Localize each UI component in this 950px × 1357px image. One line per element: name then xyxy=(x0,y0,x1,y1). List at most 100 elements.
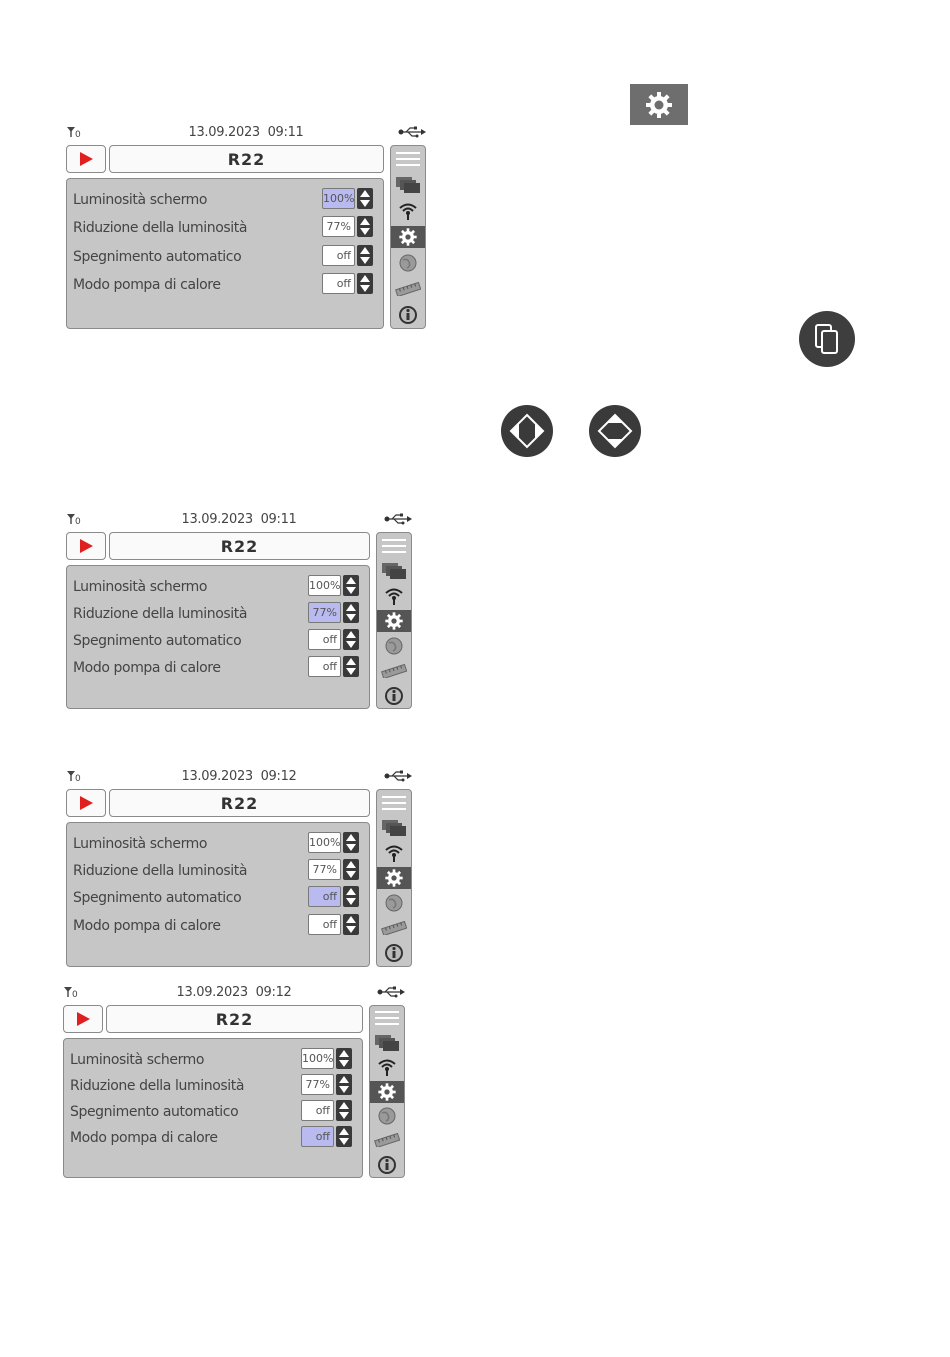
setting-row[interactable]: Modo pompa di calore off xyxy=(73,655,361,680)
arrow-up-icon[interactable] xyxy=(346,577,356,584)
play-button[interactable] xyxy=(66,145,106,173)
setting-row[interactable]: Modo pompa di calore off xyxy=(70,1126,354,1150)
sidebar-item-info[interactable] xyxy=(377,942,411,964)
setting-row[interactable]: Luminosità schermo 100% xyxy=(73,575,361,599)
arrow-down-icon[interactable] xyxy=(339,1060,349,1067)
setting-value-field[interactable]: off xyxy=(301,1126,334,1148)
arrow-up-icon[interactable] xyxy=(346,630,356,638)
arrow-down-icon[interactable] xyxy=(339,1086,349,1094)
setting-value-field[interactable]: off xyxy=(308,913,341,935)
setting-row[interactable]: Riduzione della luminosità 77% xyxy=(73,859,361,883)
arrow-down-icon[interactable] xyxy=(346,898,356,906)
arrow-down-icon[interactable] xyxy=(360,200,370,207)
arrow-up-icon[interactable] xyxy=(346,861,356,869)
sidebar-item-info[interactable] xyxy=(391,304,425,326)
arrow-up-icon[interactable] xyxy=(346,603,356,611)
arrow-down-icon[interactable] xyxy=(346,640,356,648)
play-button[interactable] xyxy=(66,532,106,560)
arrow-up-icon[interactable] xyxy=(339,1128,349,1136)
setting-value-field[interactable]: 77% xyxy=(322,216,355,238)
setting-value-field[interactable]: off xyxy=(301,1100,334,1122)
nav-left-right-button[interactable] xyxy=(501,405,553,457)
nav-up-down-button[interactable] xyxy=(589,405,641,457)
arrow-down-icon[interactable] xyxy=(360,256,370,264)
setting-row[interactable]: Luminosità schermo 100% xyxy=(70,1048,354,1072)
value-stepper[interactable] xyxy=(343,601,359,623)
setting-value-field[interactable]: 77% xyxy=(308,601,341,623)
arrow-up-icon[interactable] xyxy=(346,834,356,841)
sidebar-item-wifi[interactable] xyxy=(370,1056,404,1078)
sidebar-item-gear[interactable] xyxy=(391,226,425,248)
sidebar-item-globe[interactable] xyxy=(391,252,425,274)
value-stepper[interactable] xyxy=(336,1074,352,1096)
setting-row[interactable]: Riduzione della luminosità 77% xyxy=(73,216,375,240)
sidebar-item-gear[interactable] xyxy=(370,1080,404,1103)
setting-value-field[interactable]: off xyxy=(308,655,341,677)
copy-button[interactable] xyxy=(799,311,855,367)
arrow-down-icon[interactable] xyxy=(339,1138,349,1146)
sidebar-item-ruler[interactable] xyxy=(370,1129,404,1151)
arrow-down-icon[interactable] xyxy=(346,667,356,675)
sidebar-item-menu[interactable] xyxy=(370,1007,404,1029)
arrow-down-icon[interactable] xyxy=(346,587,356,594)
setting-row[interactable]: Modo pompa di calore off xyxy=(73,913,361,938)
arrow-down-icon[interactable] xyxy=(339,1112,349,1120)
sidebar-item-gear[interactable] xyxy=(377,609,411,632)
value-stepper[interactable] xyxy=(357,188,373,209)
arrow-up-icon[interactable] xyxy=(339,1076,349,1084)
sidebar-item-info[interactable] xyxy=(377,685,411,707)
sidebar-item-windows[interactable] xyxy=(391,174,425,196)
value-stepper[interactable] xyxy=(343,655,359,677)
sidebar-item-windows[interactable] xyxy=(370,1032,404,1054)
setting-value-field[interactable]: off xyxy=(322,273,355,295)
sidebar-item-info[interactable] xyxy=(370,1154,404,1176)
setting-value-field[interactable]: 77% xyxy=(301,1074,334,1096)
setting-row[interactable]: Spegnimento automatico off xyxy=(73,244,375,269)
setting-row[interactable]: Luminosità schermo 100% xyxy=(73,832,361,856)
sidebar-item-menu[interactable] xyxy=(377,535,411,557)
sidebar-item-ruler[interactable] xyxy=(377,660,411,682)
play-button[interactable] xyxy=(63,1005,103,1033)
arrow-down-icon[interactable] xyxy=(346,925,356,933)
arrow-down-icon[interactable] xyxy=(360,228,370,236)
arrow-down-icon[interactable] xyxy=(346,871,356,879)
value-stepper[interactable] xyxy=(343,913,359,935)
setting-row[interactable]: Modo pompa di calore off xyxy=(73,273,375,297)
arrow-up-icon[interactable] xyxy=(360,190,370,197)
arrow-up-icon[interactable] xyxy=(360,275,370,283)
arrow-down-icon[interactable] xyxy=(346,613,356,621)
setting-value-field[interactable]: 100% xyxy=(308,832,341,853)
value-stepper[interactable] xyxy=(336,1126,352,1148)
setting-row[interactable]: Riduzione della luminosità 77% xyxy=(70,1074,354,1098)
sidebar-item-globe[interactable] xyxy=(377,892,411,914)
setting-value-field[interactable]: 100% xyxy=(301,1048,334,1069)
setting-value-field[interactable]: off xyxy=(322,244,355,266)
sidebar-item-menu[interactable] xyxy=(391,148,425,170)
sidebar-item-wifi[interactable] xyxy=(377,585,411,607)
setting-value-field[interactable]: 100% xyxy=(322,188,355,209)
arrow-up-icon[interactable] xyxy=(346,888,356,896)
value-stepper[interactable] xyxy=(336,1100,352,1122)
sidebar-item-ruler[interactable] xyxy=(391,278,425,300)
sidebar-item-globe[interactable] xyxy=(370,1105,404,1127)
setting-row[interactable]: Luminosità schermo 100% xyxy=(73,188,375,212)
value-stepper[interactable] xyxy=(343,859,359,881)
sidebar-item-windows[interactable] xyxy=(377,817,411,839)
arrow-up-icon[interactable] xyxy=(339,1050,349,1057)
arrow-down-icon[interactable] xyxy=(346,844,356,851)
value-stepper[interactable] xyxy=(343,886,359,908)
sidebar-item-wifi[interactable] xyxy=(391,200,425,222)
sidebar-item-wifi[interactable] xyxy=(377,842,411,864)
settings-gear-button[interactable] xyxy=(630,84,688,125)
value-stepper[interactable] xyxy=(357,244,373,266)
setting-value-field[interactable]: off xyxy=(308,628,341,650)
value-stepper[interactable] xyxy=(336,1048,352,1069)
setting-row[interactable]: Riduzione della luminosità 77% xyxy=(73,601,361,626)
setting-row[interactable]: Spegnimento automatico off xyxy=(73,886,361,910)
value-stepper[interactable] xyxy=(343,832,359,853)
value-stepper[interactable] xyxy=(343,628,359,650)
arrow-up-icon[interactable] xyxy=(346,657,356,665)
arrow-up-icon[interactable] xyxy=(360,218,370,226)
sidebar-item-globe[interactable] xyxy=(377,635,411,657)
setting-value-field[interactable]: off xyxy=(308,886,341,908)
